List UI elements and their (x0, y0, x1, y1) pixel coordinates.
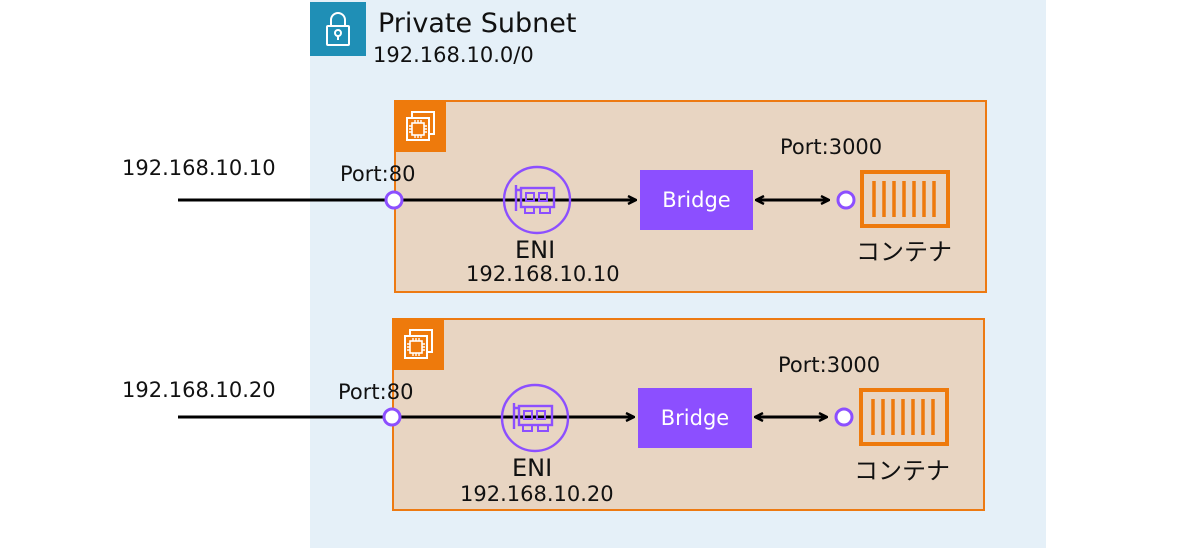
container-label: コンテナ (856, 238, 952, 266)
subnet-cidr: 192.168.10.0/0 (373, 43, 534, 67)
container-port-label: Port:3000 (778, 353, 881, 377)
network-card-icon (500, 383, 570, 453)
bridge-node: Bridge (640, 170, 753, 230)
container-port-label: Port:3000 (780, 135, 883, 159)
eni-ip-label: 192.168.10.20 (460, 482, 614, 506)
ec2-instance-icon (392, 318, 444, 370)
host-port-endpoint (382, 407, 402, 427)
container-icon (859, 388, 949, 446)
eni-label: ENI (512, 454, 553, 482)
eni-ip-label: 192.168.10.10 (466, 262, 620, 286)
container-port-endpoint (834, 407, 854, 427)
container-icon (860, 170, 950, 228)
host-port-endpoint (384, 190, 404, 210)
subnet-title: Private Subnet (378, 8, 577, 39)
lock-icon (310, 2, 366, 56)
host-port-label: Port:80 (338, 380, 414, 404)
container-port-endpoint (836, 190, 856, 210)
ec2-instance-icon (394, 100, 446, 152)
container-label: コンテナ (854, 457, 950, 485)
bridge-node: Bridge (638, 388, 752, 448)
network-card-icon (502, 165, 572, 235)
external-ip-label: 192.168.10.20 (122, 378, 276, 402)
external-ip-label: 192.168.10.10 (122, 156, 276, 180)
host-port-label: Port:80 (340, 162, 416, 186)
eni-label: ENI (515, 236, 556, 264)
